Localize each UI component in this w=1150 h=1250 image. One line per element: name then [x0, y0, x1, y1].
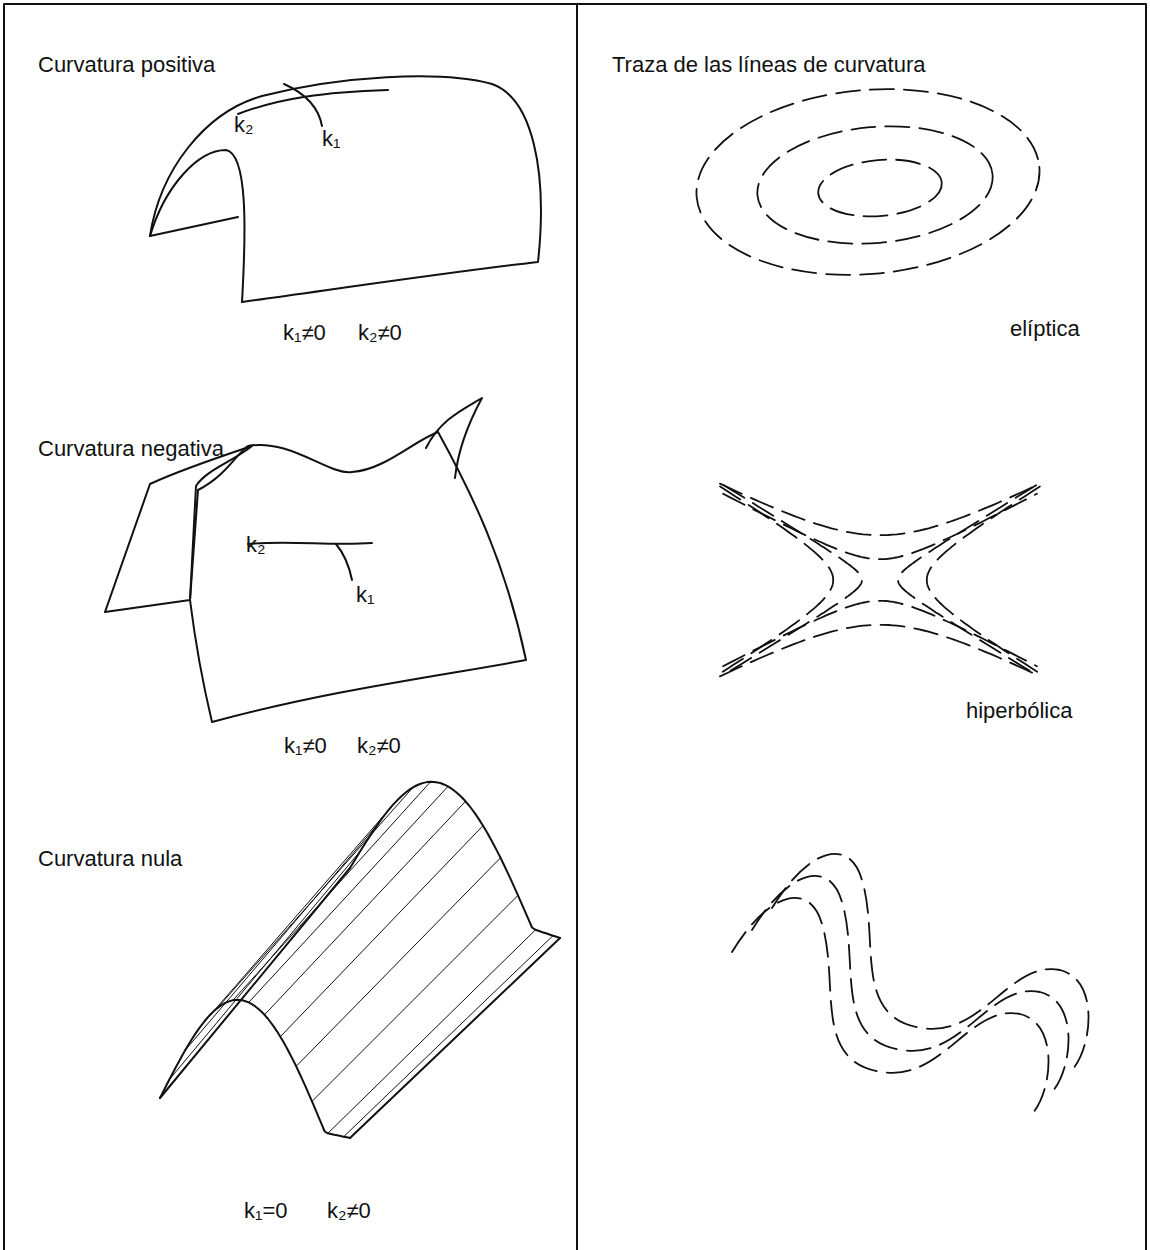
curvature-line [284, 84, 322, 126]
surface-outline [350, 938, 560, 1138]
divider [576, 4, 578, 1250]
surface-outline [150, 76, 541, 302]
surface-edge [150, 217, 238, 236]
formula: k₁≠0 [283, 320, 326, 346]
trace-line [689, 75, 1048, 288]
formula: k₂≠0 [357, 733, 401, 759]
curvature-symbol: k₁ [322, 126, 340, 152]
trace-line [723, 494, 1037, 559]
formula: k₁=0 [244, 1198, 288, 1224]
trace-line [720, 484, 1040, 536]
ruling-line [185, 824, 378, 1050]
elliptic-trace [689, 75, 1048, 288]
trace-line [720, 625, 1040, 677]
ruling-line [344, 936, 553, 1137]
curvature-line [336, 544, 352, 580]
curvature-line [248, 543, 372, 544]
trace-line [816, 155, 944, 222]
positive-surface [150, 76, 541, 302]
surface-opening [150, 150, 245, 302]
heading: Curvatura positiva [38, 52, 215, 78]
formula: k₂≠0 [358, 320, 402, 346]
ruling-line [201, 802, 395, 1025]
surface-flap [105, 446, 252, 612]
trace-line [772, 854, 1089, 1070]
curvature-line [238, 90, 388, 114]
surface-outline [190, 432, 526, 722]
hyperbolic-trace [720, 484, 1040, 677]
trace-line [720, 487, 833, 674]
ruling-line [328, 930, 536, 1134]
curvature-symbol: k₂ [246, 532, 266, 558]
trace-line [752, 876, 1069, 1092]
ruling-line [217, 787, 413, 1008]
heading: Traza de las líneas de curvatura [612, 52, 925, 78]
surface-outline [350, 782, 560, 938]
surface-flap [426, 398, 482, 478]
trace-line [898, 485, 1036, 675]
trace-line [724, 485, 862, 675]
ruling-line [280, 826, 483, 1037]
curvature-symbol: k₂ [234, 112, 254, 138]
curvature-symbol: k₁ [356, 582, 374, 608]
surface-outline [190, 432, 438, 600]
trace-line [927, 487, 1040, 674]
heading: Curvatura nula [38, 846, 182, 872]
frame [4, 4, 1146, 1250]
cylindrical-trace [732, 854, 1089, 1114]
ruling-line [265, 801, 466, 1015]
formula: k₂≠0 [327, 1198, 371, 1224]
trace-line [723, 601, 1037, 666]
trace-line [732, 898, 1049, 1114]
surface-outline [160, 1000, 350, 1138]
zero-surface [160, 782, 560, 1138]
ruling-line [296, 858, 500, 1067]
heading: Curvatura negativa [38, 436, 224, 462]
trace-type: elíptica [1010, 316, 1080, 342]
ruling-line [233, 782, 431, 1001]
trace-line [752, 117, 997, 253]
formula: k₁≠0 [284, 733, 327, 759]
ruling-line [249, 786, 448, 1002]
trace-type: hiperbólica [966, 698, 1072, 724]
